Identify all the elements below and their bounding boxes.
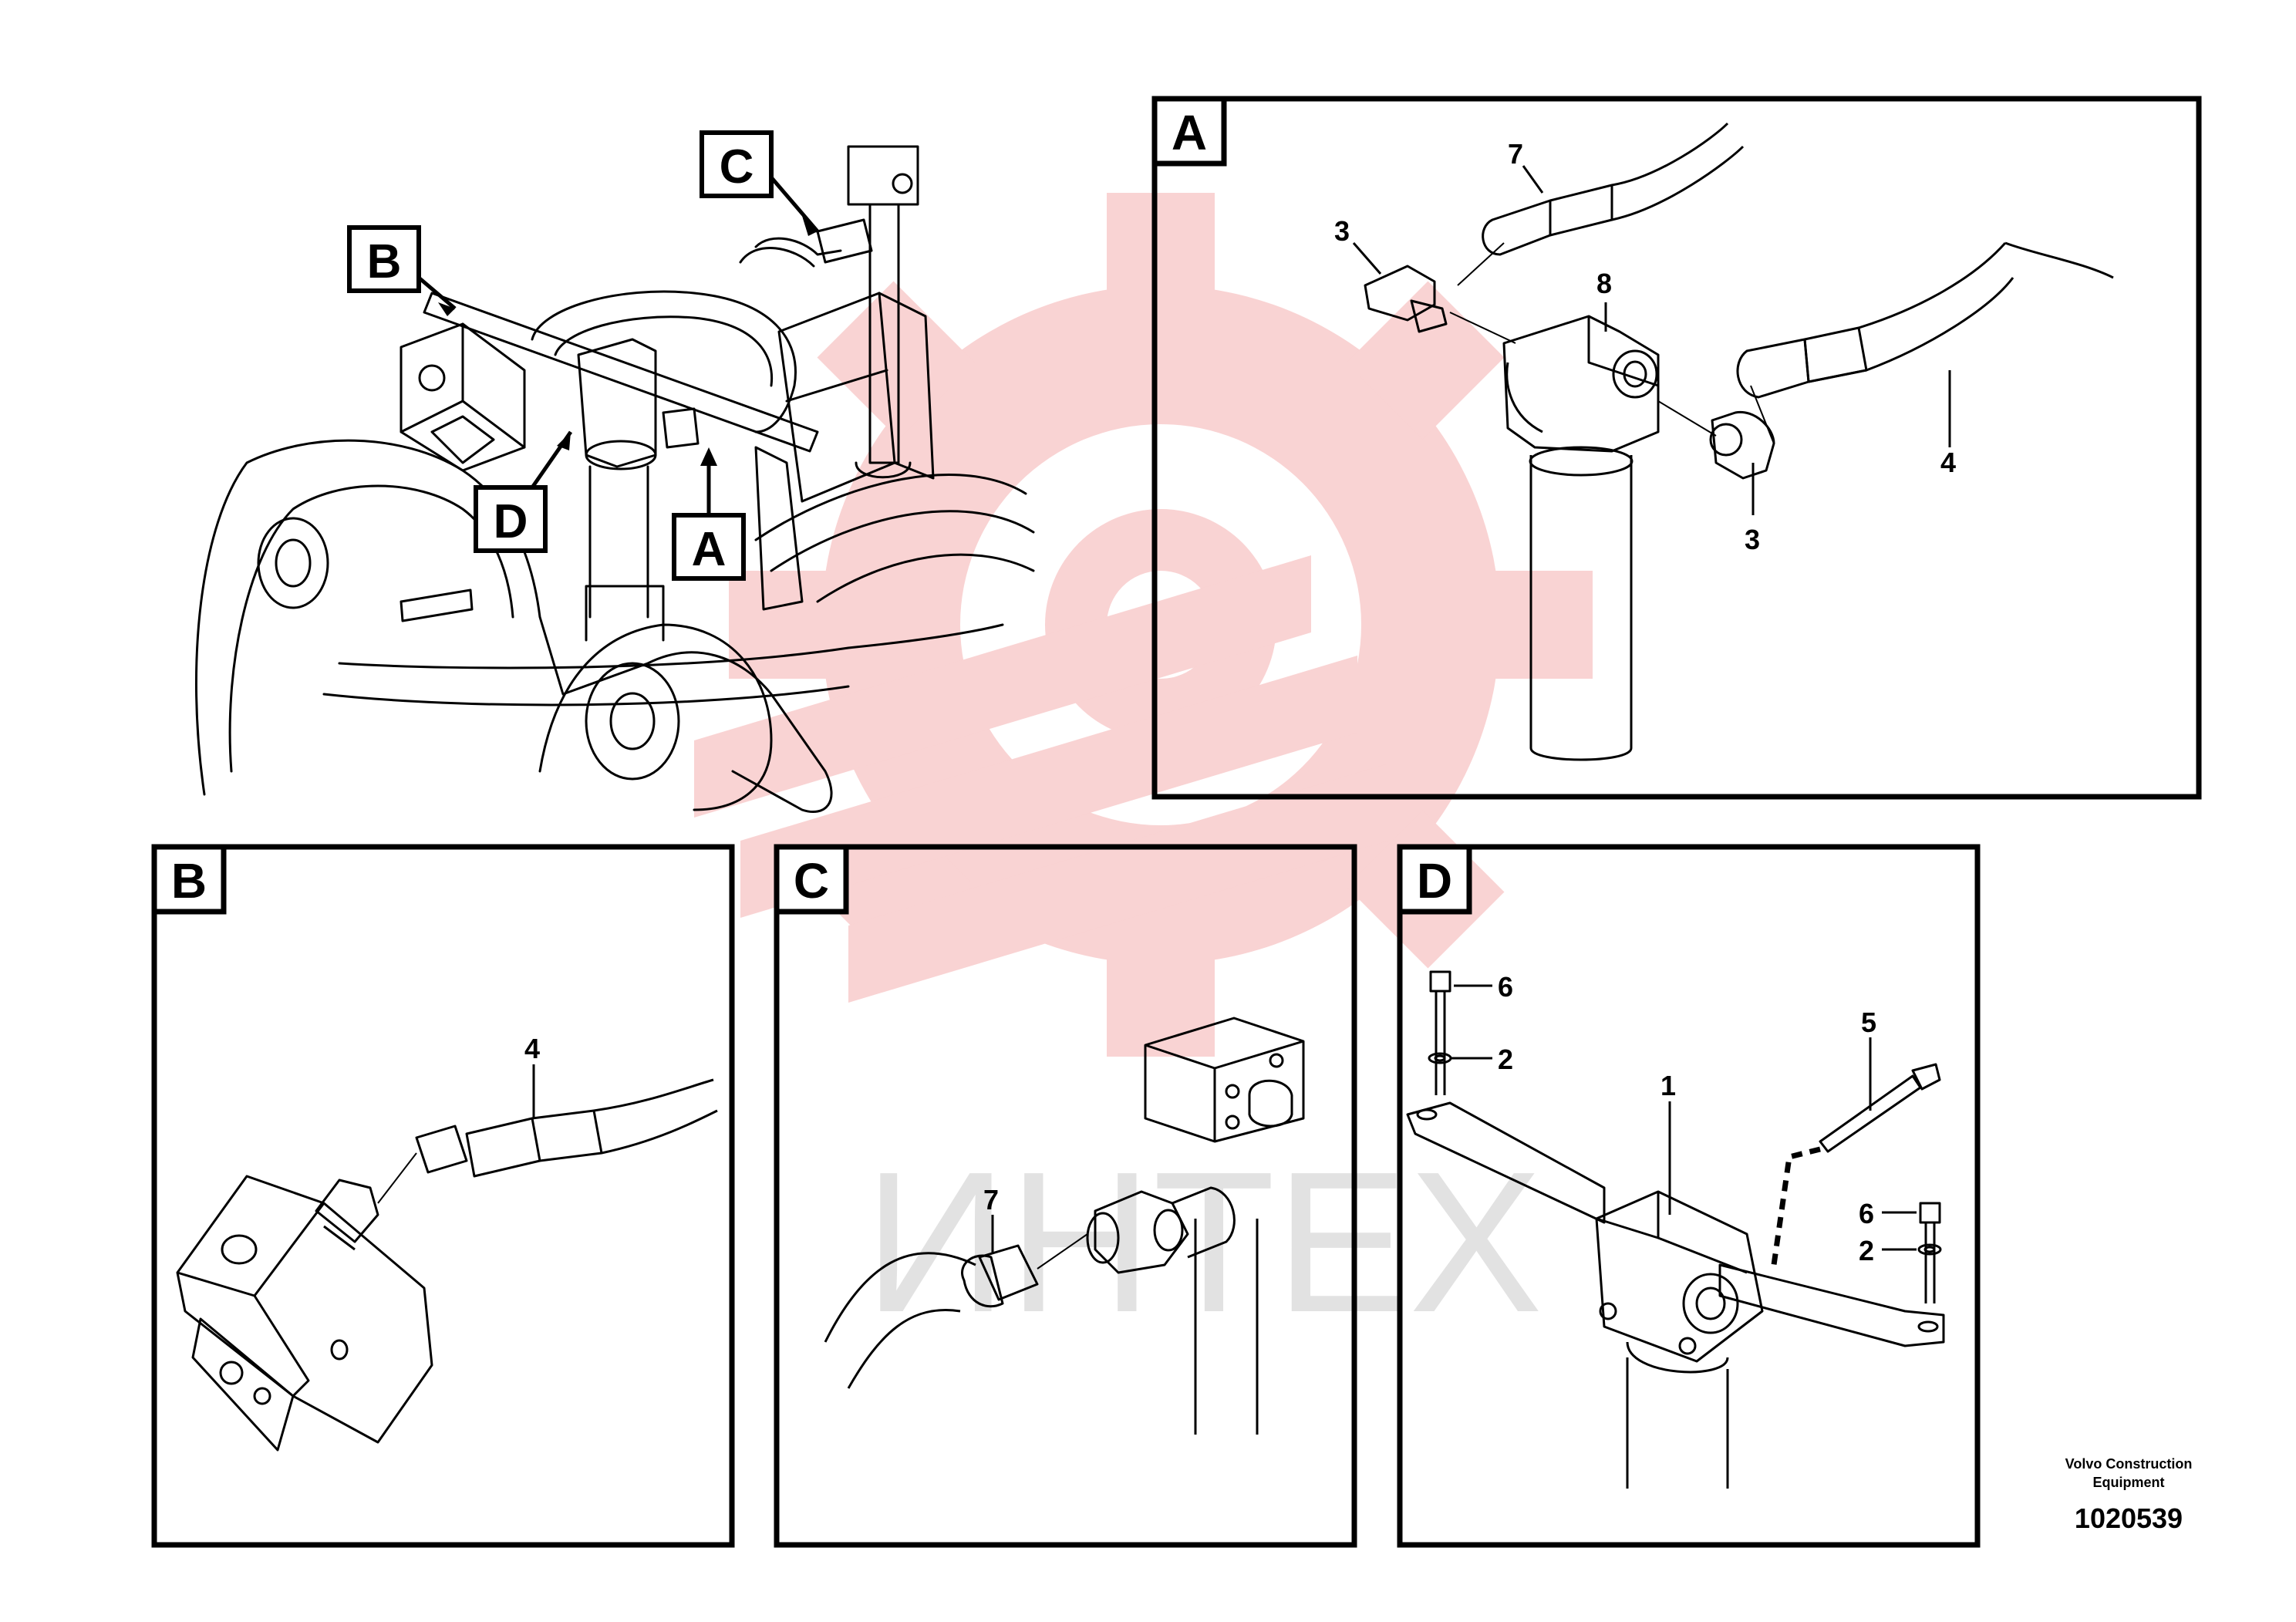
panel-d-part-1: 1 [1660, 1070, 1676, 1101]
callout-d-label: D [494, 495, 528, 548]
panel-d: D [1397, 844, 1981, 1548]
overview-callouts: C B D A [347, 130, 819, 581]
callout-b: B [347, 225, 457, 316]
panel-a-part-8: 8 [1596, 268, 1612, 299]
panel-d-part-6-upper: 6 [1498, 971, 1513, 1003]
panel-c-drawing [824, 1017, 1305, 1435]
panel-a-letter: A [1172, 105, 1207, 160]
panel-a-part-7: 7 [1508, 138, 1523, 170]
panel-c: C 7 [774, 844, 1357, 1548]
panel-d-part-2-lower: 2 [1859, 1235, 1874, 1266]
panel-d-leaders [1450, 984, 1917, 1251]
callout-a: A [672, 447, 746, 581]
panel-b-part-4: 4 [524, 1033, 540, 1064]
callout-c: C [700, 130, 819, 236]
panel-d-dashed-path [1771, 1146, 1821, 1266]
panel-a-leaders [1352, 165, 1951, 515]
callout-d: D [474, 430, 573, 553]
panel-d-part-6-lower: 6 [1859, 1198, 1874, 1229]
panel-c-letter: C [794, 853, 829, 909]
watermark-logo [694, 193, 1593, 1057]
panel-a-part-3-upper: 3 [1334, 215, 1350, 247]
panel-b-drawing [176, 1078, 718, 1452]
panel-d-part-2-upper: 2 [1498, 1044, 1513, 1075]
panel-b-letter: B [171, 853, 207, 909]
panel-a-part-4: 4 [1940, 447, 1956, 478]
panel-a-drawing [1364, 122, 2114, 761]
callout-b-label: B [367, 235, 402, 288]
panel-d-letter: D [1417, 853, 1452, 909]
panel-a-part-3-lower: 3 [1745, 524, 1760, 555]
panel-b: B 4 [151, 844, 735, 1548]
panel-a: A [1151, 96, 2202, 800]
panel-d-part-5: 5 [1861, 1007, 1876, 1038]
credit-company-line1: Volvo Construction [2065, 1456, 2193, 1472]
watermark-text: ИНТЕХ [864, 1131, 1542, 1354]
panel-c-part-7: 7 [983, 1184, 999, 1216]
callout-a-label: A [692, 523, 727, 576]
drawing-number: 1020539 [2074, 1502, 2183, 1534]
panel-d-drawing [1406, 970, 1945, 1489]
callout-c-label: C [720, 140, 754, 194]
credit-company-line2: Equipment [2092, 1475, 2165, 1490]
